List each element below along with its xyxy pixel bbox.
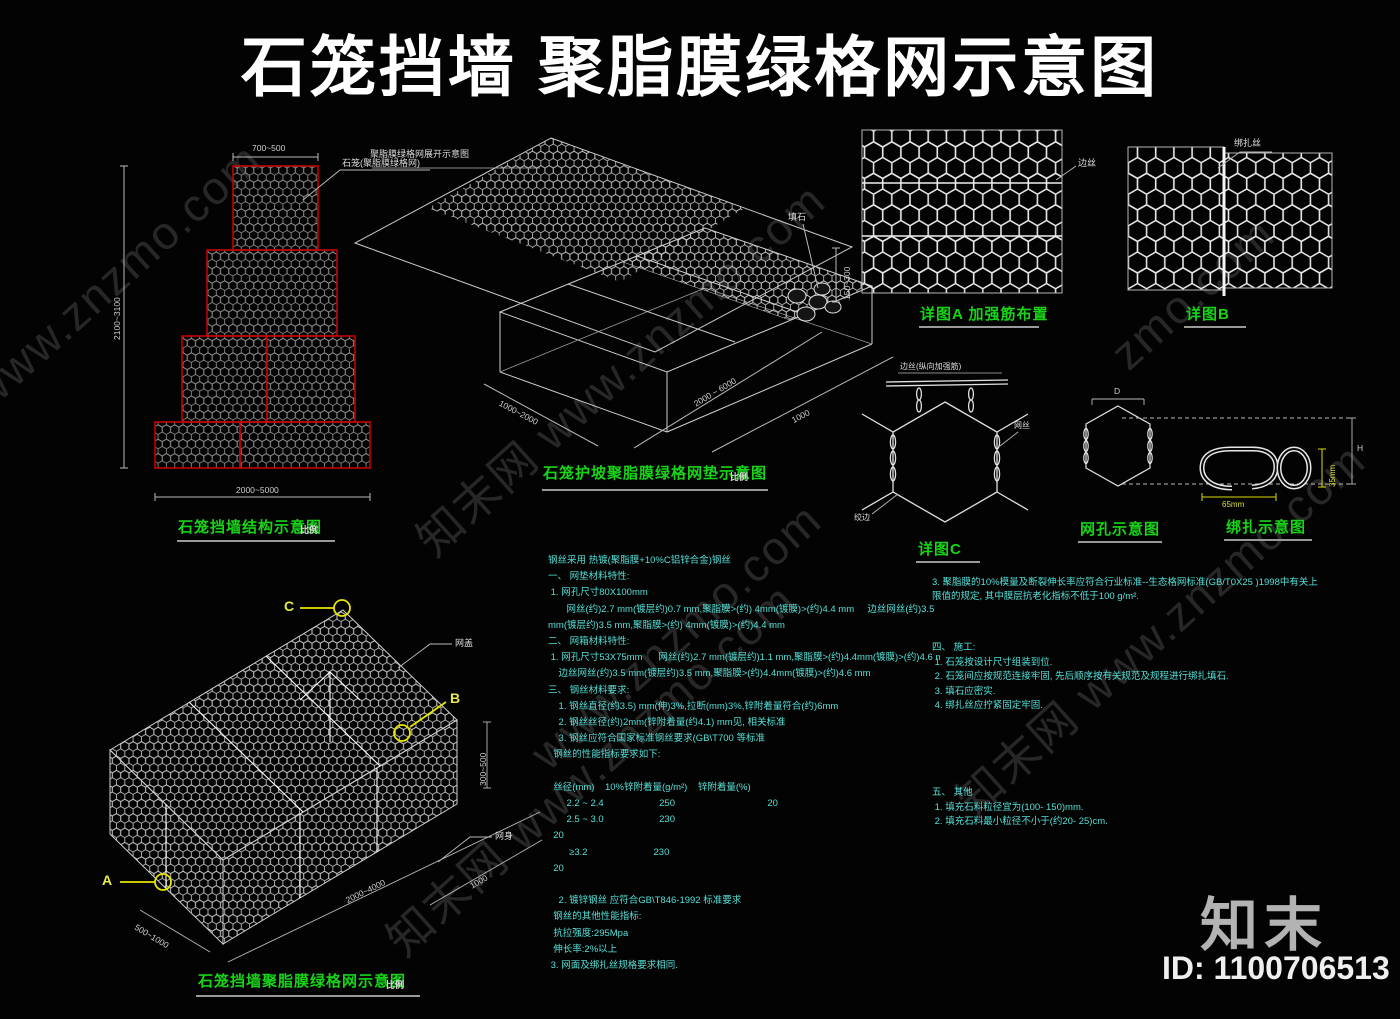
body-label: 网身 (495, 831, 514, 841)
detail-a-drawing (861, 129, 1077, 294)
point-c-label: C (284, 598, 295, 614)
caption-underline (542, 489, 768, 491)
dim-label: 700~500 (252, 143, 286, 153)
mesh-wire-label: 网丝 (1014, 421, 1030, 430)
detail-c-drawing (861, 372, 1029, 523)
caption-detail-a: 详图A 加强筋布置 (920, 306, 1049, 323)
detail-b-drawing (1127, 146, 1333, 296)
selvedge-label: 边丝(纵向加强筋) (900, 362, 962, 371)
dim-label: 35mm (1328, 464, 1337, 487)
wall-section-drawing (154, 165, 371, 469)
point-a-label: A (102, 872, 113, 888)
notes-right-membrane: 3. 聚脂膜的10%模量及断裂伸长率应符合行业标准--生态格网标准(GB/T0X… (932, 577, 1318, 603)
dim-label: 300~500 (478, 752, 488, 786)
dim-label: 2100~3100 (112, 297, 122, 340)
lid-label: 网盖 (455, 638, 474, 648)
caption-cage: 石笼挡墙聚脂膜绿格网示意图 (198, 973, 407, 990)
caption-underline (1224, 539, 1312, 541)
stone-label: 填石 (788, 212, 807, 222)
sheet-label: 聚脂膜绿格网展开示意图 (370, 149, 470, 159)
caption-underline (1078, 541, 1162, 543)
gabion-box-dims (483, 223, 894, 453)
caption-detail-c: 详图C (918, 541, 962, 558)
caption-detail-b: 详图B (1186, 306, 1230, 323)
notes-right-construction: 四、 施工: 1. 石笼按设计尺寸组装到位. 2. 石笼间应按规范连接牢固, 先… (932, 642, 1229, 711)
notes-right-other: 五、 其他 1. 填充石料粒径宜为(100- 150)mm. 2. 填充石料最小… (932, 787, 1108, 827)
gabion-box-drawing (498, 227, 874, 433)
dim-label: 150~300 (842, 266, 852, 300)
point-b-label: B (450, 690, 461, 706)
caption-mat: 石笼护坡聚脂膜绿格网垫示意图 (543, 465, 768, 482)
caption-underline (196, 995, 420, 997)
caption-underline (916, 561, 980, 563)
mesh-cell-drawing (1083, 398, 1356, 487)
notes-left: 钢丝采用 热镀(聚脂膜+10%C铝锌合金)钢丝 一、 网垫材料特性: 1. 网孔… (548, 555, 940, 972)
twist-edge-label: 绞边 (854, 513, 870, 522)
caption-underline (919, 326, 1039, 328)
caption-lacing: 绑扎示意图 (1226, 519, 1307, 536)
cage-drawing (109, 599, 543, 963)
dim-label: 65mm (1222, 500, 1245, 509)
lacing-drawing (1199, 446, 1326, 501)
page-title: 石笼挡墙 聚脂膜绿格网示意图 (240, 30, 1160, 104)
dim-label: H (1357, 443, 1364, 453)
callout-label: 石笼(聚脂膜绿格网) (342, 158, 420, 168)
dim-label: 2000~5000 (236, 485, 279, 495)
caption-wall-section: 石笼挡墙结构示意图 (178, 519, 323, 536)
scale-label: 比例 (300, 525, 319, 535)
brand-logo: 知末 (1200, 893, 1329, 958)
scale-label: 比例 (386, 980, 405, 990)
caption-underline (177, 540, 335, 542)
tie-wire-label: 绑扎丝 (1234, 138, 1262, 148)
dim-label: D (1114, 386, 1121, 396)
scale-label: 比例 (730, 472, 749, 482)
wall-section-dims (120, 153, 430, 501)
edge-wire-label: 边丝 (1078, 158, 1097, 168)
caption-mesh-cell: 网孔示意图 (1080, 521, 1161, 538)
asset-id: ID: 1100706513 (1162, 950, 1390, 986)
caption-underline (1184, 326, 1246, 328)
